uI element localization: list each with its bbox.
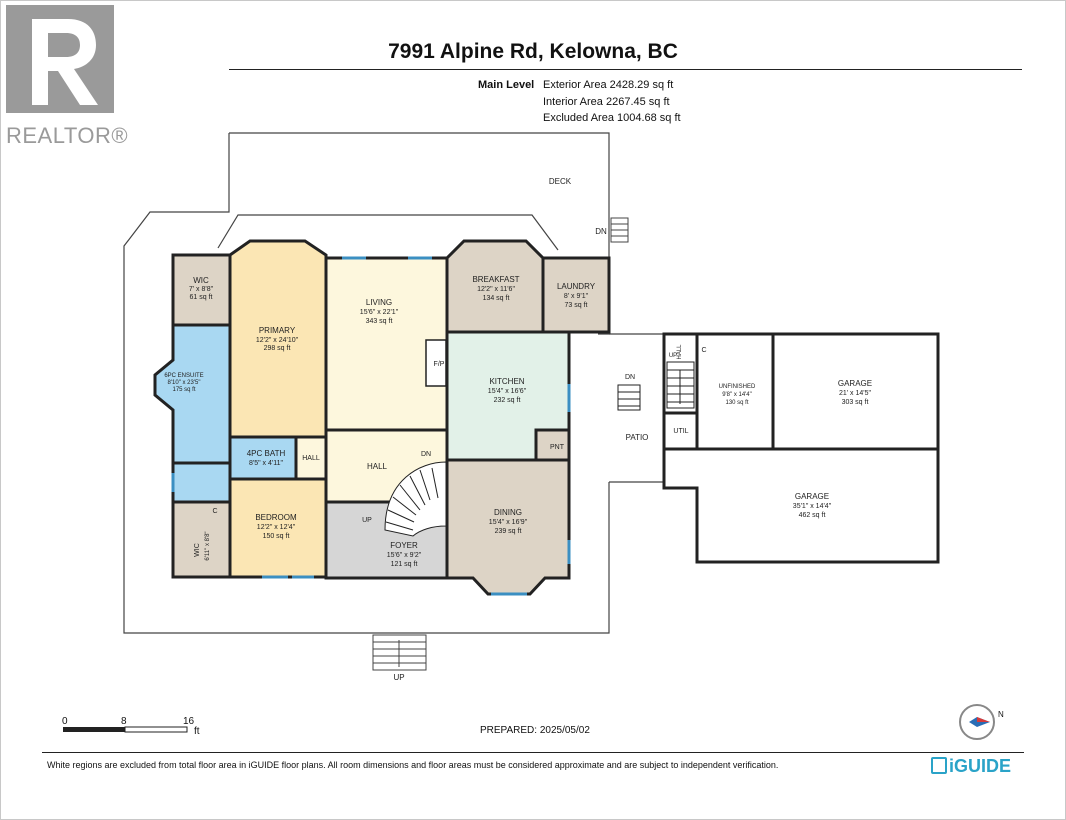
iguide-logo-icon <box>931 757 947 774</box>
room-fills <box>153 239 611 596</box>
laundry-area: 73 sq ft <box>565 302 588 309</box>
page-title: 7991 Alpine Rd, Kelowna, BC <box>388 40 678 63</box>
disclaimer: White regions are excluded from total fl… <box>47 760 779 770</box>
patio-label: PATIO <box>626 433 649 442</box>
bedroom-name: BEDROOM <box>255 513 297 522</box>
foyer-area: 121 sq ft <box>391 561 418 568</box>
excluded-area: Excluded Area 1004.68 sq ft <box>543 112 681 124</box>
level-name: Main Level <box>478 79 535 91</box>
unfinished-dims: 9'8" x 14'4" <box>722 392 752 398</box>
dining-dims: 15'4" x 16'9" <box>489 519 528 526</box>
dining-name: DINING <box>494 508 522 517</box>
exterior-area: Exterior Area 2428.29 sq ft <box>543 79 674 91</box>
room-ensuite-lower <box>171 461 232 504</box>
spiral-staircase <box>384 461 447 537</box>
bedroom-area: 150 sq ft <box>263 533 290 540</box>
primary-area: 298 sq ft <box>264 345 291 352</box>
fireplace-hearth <box>425 339 447 387</box>
scale-label-16: 16 <box>183 716 195 727</box>
front-up-label: UP <box>393 673 404 682</box>
front-stairs <box>372 634 427 671</box>
dining-area: 239 sq ft <box>495 528 522 535</box>
realtor-logo: REALTOR® <box>6 5 128 148</box>
wic-top-name: WIC <box>193 276 209 285</box>
garage-stairs <box>666 361 695 409</box>
scale-label-8: 8 <box>121 716 127 727</box>
patio-stairs <box>617 384 641 411</box>
garage-building <box>662 332 940 564</box>
garage-small-dims: 21' x 14'5" <box>839 390 872 397</box>
ensuite-dims: 8'10" x 23'5" <box>168 380 201 386</box>
garage-large-name: GARAGE <box>795 492 829 501</box>
kitchen-name: KITCHEN <box>489 377 524 386</box>
living-dims: 15'6" x 22'1" <box>360 309 399 316</box>
realtor-wordmark: REALTOR® <box>6 123 129 148</box>
garage-small-name: GARAGE <box>838 379 872 388</box>
iguide-logo: iGUIDE <box>931 756 1011 777</box>
primary-name: PRIMARY <box>259 326 296 335</box>
hall-label: HALL <box>367 462 388 471</box>
garage-large-dims: 35'1" x 14'4" <box>793 503 832 510</box>
wic-bottom-dims: 6'11" x 8'8" <box>205 531 211 560</box>
compass-north-label: N <box>998 710 1004 719</box>
breakfast-name: BREAKFAST <box>472 275 519 284</box>
room-laundry <box>541 256 611 334</box>
hall-small-label: HALL <box>302 455 320 462</box>
util-label: UTIL <box>673 428 688 435</box>
scale-label-0: 0 <box>62 716 68 727</box>
wic-top-dims: 7' x 8'8" <box>189 286 214 293</box>
wic-top-area: 61 sq ft <box>190 294 213 301</box>
room-dining <box>445 458 571 596</box>
bedroom-dims: 12'2" x 12'4" <box>257 524 296 531</box>
room-wic-bottom <box>171 500 232 579</box>
laundry-name: LAUNDRY <box>557 282 596 291</box>
deck-dn-label: DN <box>595 227 607 236</box>
patio-dn-label: DN <box>625 374 635 381</box>
footer-divider <box>42 752 1024 753</box>
breakfast-area: 134 sq ft <box>483 295 510 302</box>
compass-icon <box>959 704 995 740</box>
garage-small-area: 303 sq ft <box>842 399 869 406</box>
deck-stairs <box>610 217 629 243</box>
iguide-wordmark: iGUIDE <box>949 756 1012 776</box>
kitchen-area: 232 sq ft <box>494 397 521 404</box>
room-wic-top <box>171 253 232 327</box>
unfinished-name: UNFINISHED <box>719 384 756 390</box>
scale-unit: ft <box>194 726 200 737</box>
ensuite-name: 6PC ENSUITE <box>164 373 203 379</box>
garage-hall-label: HALL <box>677 344 683 360</box>
deck-label: DECK <box>549 177 572 186</box>
garage-closet-label: C <box>701 347 706 354</box>
kitchen-dims: 15'4" x 16'6" <box>488 388 527 395</box>
breakfast-dims: 12'2" x 11'6" <box>477 286 515 293</box>
interior-area: Interior Area 2267.45 sq ft <box>543 96 670 108</box>
title-divider <box>229 69 1022 70</box>
fireplace-label: F/P <box>434 361 445 368</box>
living-name: LIVING <box>366 298 392 307</box>
primary-dims: 12'2" x 24'10" <box>256 337 299 344</box>
ensuite-area: 175 sq ft <box>172 387 195 393</box>
garage-large-area: 462 sq ft <box>799 512 826 519</box>
room-bath <box>228 435 298 481</box>
realtor-r-mark <box>6 5 114 113</box>
deck-outline <box>123 132 610 634</box>
foyer-dims: 15'6" x 9'2" <box>387 552 422 559</box>
unfinished-area: 130 sq ft <box>725 400 748 406</box>
prepared-date: PREPARED: 2025/05/02 <box>480 725 590 736</box>
living-area: 343 sq ft <box>366 318 393 325</box>
laundry-dims: 8' x 9'1" <box>564 293 589 300</box>
closet-label: C <box>212 508 217 515</box>
foyer-up-label: UP <box>362 517 372 524</box>
bath-name: 4PC BATH <box>247 449 286 458</box>
scale-bar <box>63 726 188 733</box>
bath-dims: 8'5" x 4'11" <box>249 460 283 467</box>
pantry-label: PNT <box>550 444 565 451</box>
wic-bottom-name: WIC <box>194 543 201 557</box>
room-ensuite <box>153 323 232 465</box>
foyer-name: FOYER <box>390 541 418 550</box>
garage-up-label: UP <box>669 353 677 359</box>
hall-dn-label: DN <box>421 451 431 458</box>
